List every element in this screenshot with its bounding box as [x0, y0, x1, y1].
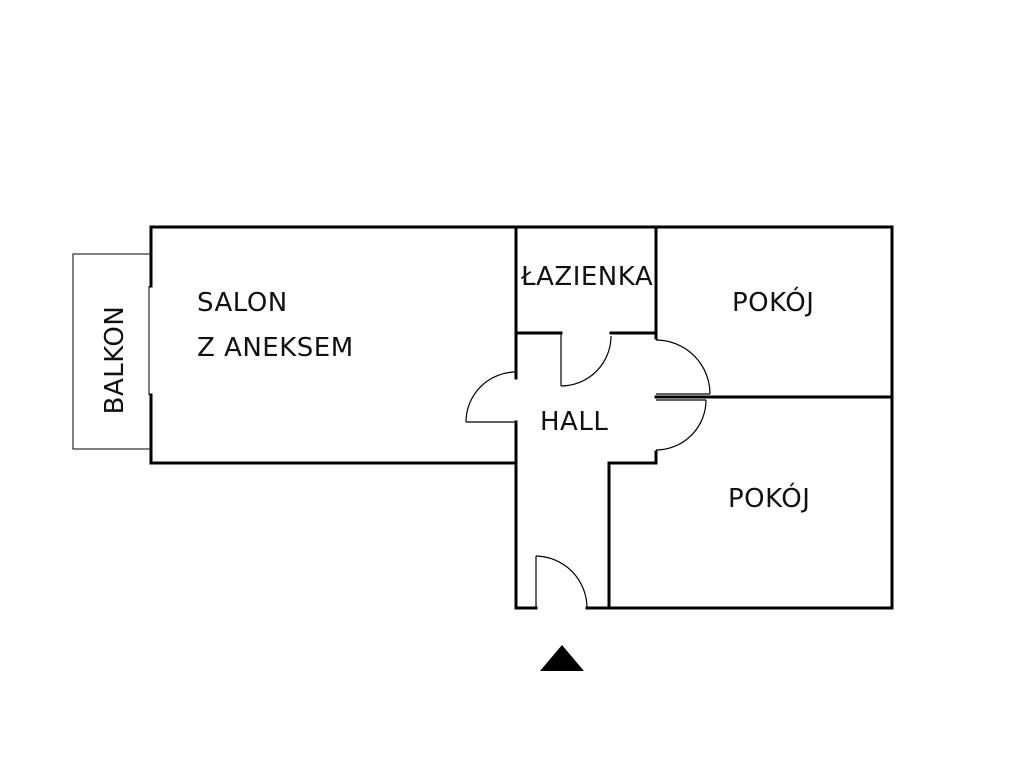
hall-label: HALL	[540, 407, 608, 437]
entrance-arrow-icon	[540, 645, 584, 671]
door-salon	[465, 371, 517, 423]
salon-walls	[148, 225, 518, 465]
door-entrance	[535, 555, 588, 609]
door-bathroom	[560, 333, 612, 387]
bathroom-walls	[514, 225, 658, 340]
salon-label-line1: SALON	[197, 288, 288, 318]
room-walls	[607, 395, 894, 610]
hall-walls	[514, 331, 658, 610]
balcony-label: BALKON	[100, 306, 130, 415]
room-bottom-label: POKÓJ	[728, 482, 810, 514]
top-walls	[514, 225, 894, 610]
salon-label-line2: Z ANEKSEM	[197, 333, 354, 363]
bathroom-label: ŁAZIENKA	[520, 262, 653, 292]
door-room-top	[655, 339, 711, 395]
balcony-outline	[72, 253, 151, 450]
room-top-label: POKÓJ	[732, 286, 814, 318]
door-room-bottom	[655, 399, 707, 451]
